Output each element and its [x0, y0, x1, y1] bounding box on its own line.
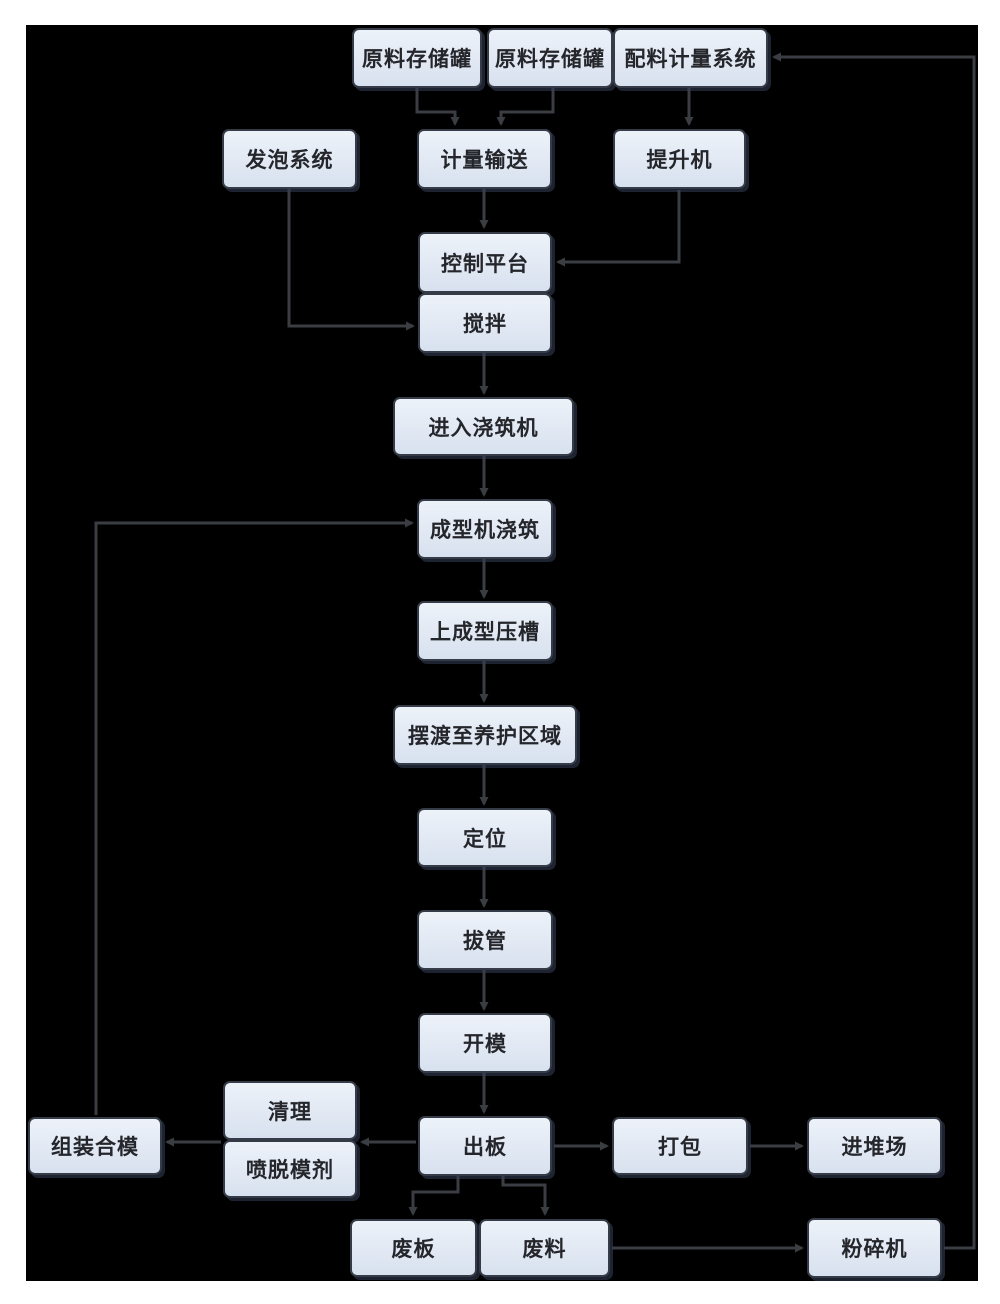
- node-metering-conveying: 计量输送: [417, 129, 552, 189]
- node-raw-material-tank-1: 原料存储罐: [352, 28, 482, 88]
- node-assemble-close-mold: 组装合模: [28, 1117, 162, 1175]
- node-tube-pulling: 拔管: [417, 910, 553, 970]
- node-control-platform: 控制平台: [418, 232, 552, 293]
- node-crusher: 粉碎机: [807, 1218, 942, 1278]
- node-forming-machine-casting: 成型机浇筑: [417, 499, 553, 559]
- node-mold-opening: 开模: [418, 1013, 552, 1073]
- node-ferry-to-curing-area: 摆渡至养护区域: [393, 705, 577, 765]
- node-enter-casting-machine: 进入浇筑机: [393, 397, 574, 456]
- node-raw-material-tank-2: 原料存储罐: [487, 28, 613, 88]
- node-cleaning: 清理: [223, 1081, 357, 1140]
- node-packing: 打包: [612, 1117, 748, 1175]
- node-stockyard: 进堆场: [807, 1117, 942, 1175]
- node-waste-material: 废料: [479, 1219, 610, 1277]
- node-waste-board: 废板: [350, 1219, 477, 1277]
- node-forming-press-groove: 上成型压槽: [417, 601, 553, 661]
- node-positioning: 定位: [417, 808, 553, 867]
- node-spray-release-agent: 喷脱模剂: [223, 1140, 357, 1198]
- node-mixing: 搅拌: [418, 293, 552, 353]
- node-board-out: 出板: [418, 1116, 552, 1176]
- node-hoist: 提升机: [613, 129, 746, 189]
- node-foaming-system: 发泡系统: [222, 129, 357, 189]
- node-batching-metering-system: 配料计量系统: [613, 28, 768, 88]
